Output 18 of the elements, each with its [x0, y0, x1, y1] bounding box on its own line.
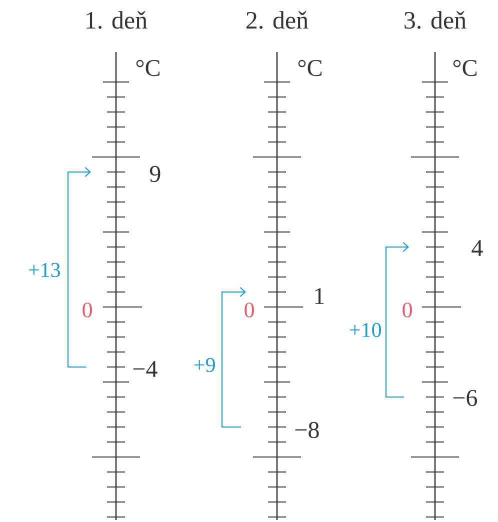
scale-value: 9: [150, 166, 160, 182]
zero-label: 0: [402, 302, 412, 318]
zero-label: 0: [244, 302, 254, 318]
change-value: +13: [29, 262, 60, 278]
scale-value: −6: [453, 390, 478, 406]
scale-value: 1: [315, 288, 324, 304]
day-heading: 2. deň: [246, 11, 308, 29]
unit-label: °C: [136, 60, 160, 76]
change-value: +10: [350, 322, 382, 338]
day-heading: 3. deň: [404, 11, 466, 29]
scale-value: −4: [133, 361, 158, 377]
scale-value: −8: [295, 422, 319, 438]
zero-label: 0: [82, 302, 92, 318]
scale-value: 4: [472, 240, 483, 256]
change-value: +9: [194, 358, 215, 372]
unit-label: °C: [298, 60, 322, 76]
day-heading: 1. deň: [86, 11, 148, 29]
unit-label: °C: [453, 60, 476, 76]
